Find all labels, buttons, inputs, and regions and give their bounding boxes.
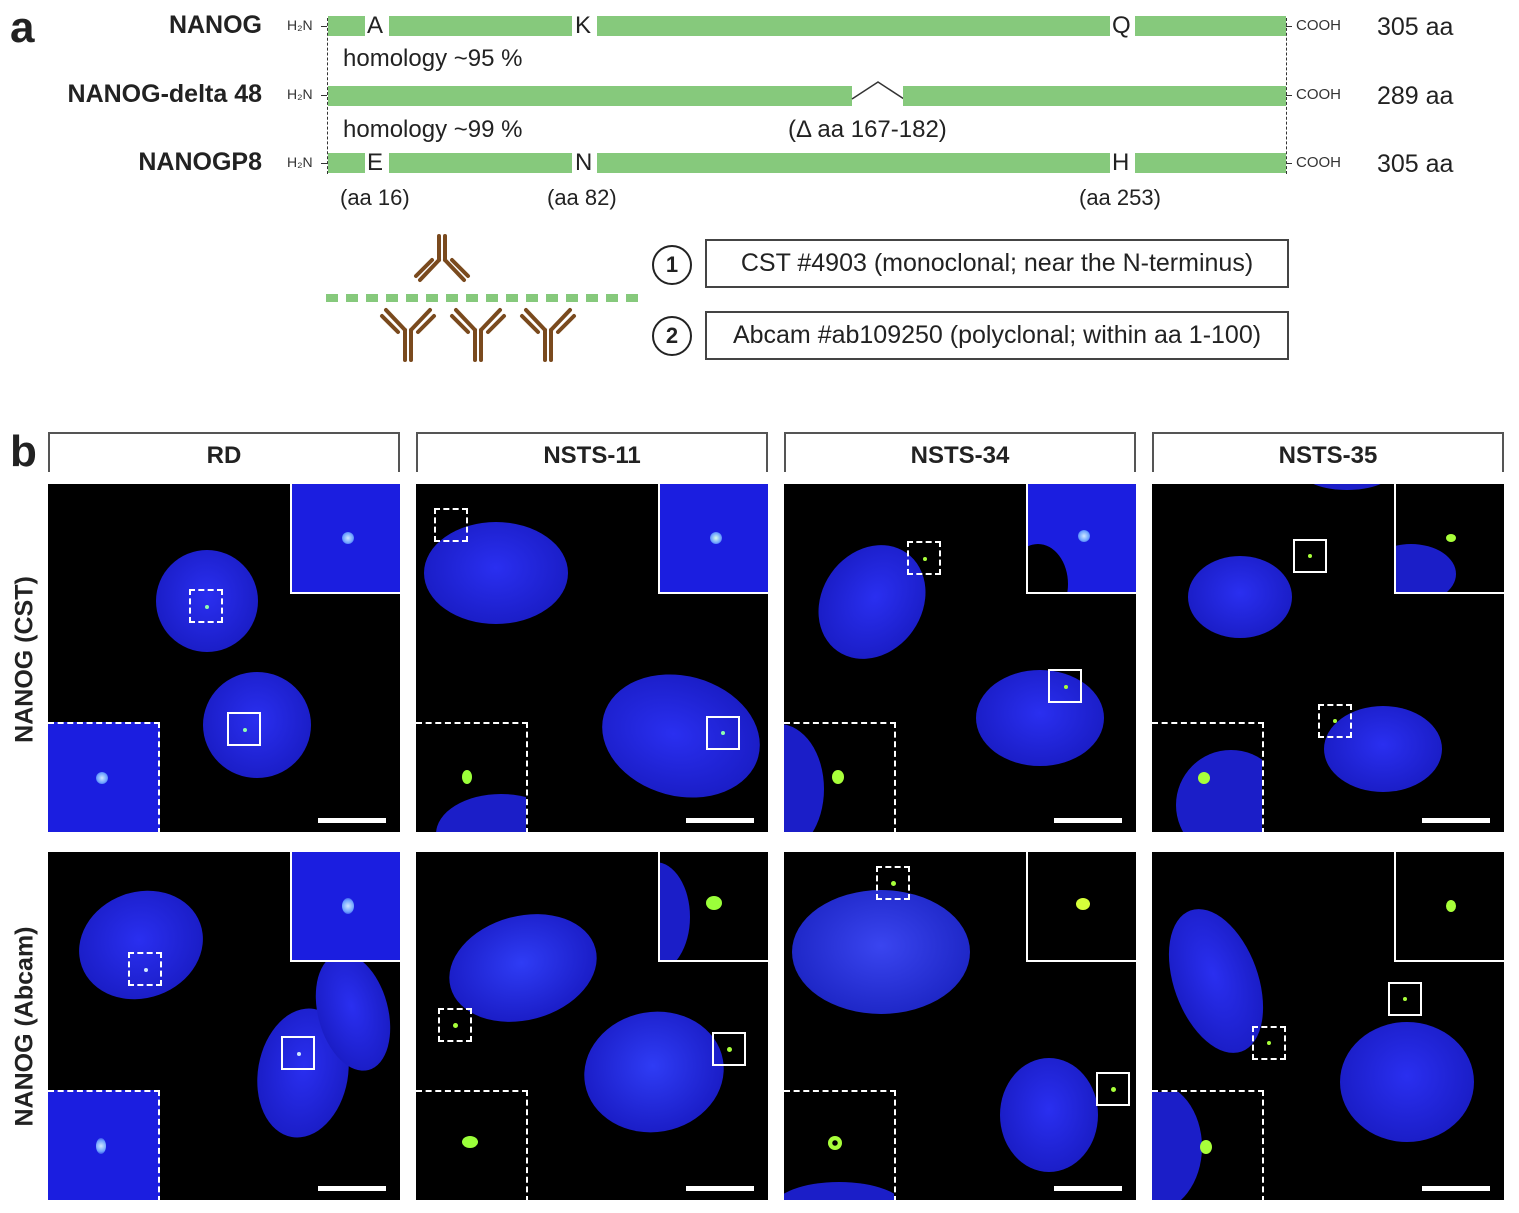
scale-bar: [686, 1186, 754, 1191]
scale-bar: [318, 818, 386, 823]
panel-b-letter: b: [10, 427, 37, 476]
micrograph-rd-cst: [48, 484, 400, 832]
c-terminus-label: COOH: [1296, 154, 1341, 171]
micrograph-nsts-11-cst: [416, 484, 768, 832]
micrograph-nsts-34-abcam: [784, 852, 1136, 1200]
n-terminus-label: H₂N: [287, 17, 313, 33]
antibody-number-1: 1: [652, 245, 692, 285]
residue-label: N: [575, 149, 593, 176]
position-label: (aa 16): [340, 185, 410, 210]
column-header-nsts-35: NSTS-35: [1152, 432, 1504, 472]
homology-label: homology ~95 %: [343, 45, 523, 72]
c-terminus-label: COOH: [1296, 86, 1341, 103]
scale-bar: [686, 818, 754, 823]
panel-a-letter: a: [10, 3, 35, 52]
antibody-number-2: 2: [652, 316, 692, 356]
column-header-nsts-11: NSTS-11: [416, 432, 768, 472]
deletion-gap-icon: [851, 81, 905, 100]
antibody-label-2: Abcam #ab109250 (polyclonal; within aa 1…: [705, 311, 1289, 360]
protein-name-nanogp8: NANOGP8: [138, 148, 262, 176]
protein-length: 289 aa: [1377, 82, 1454, 110]
protein-length: 305 aa: [1377, 13, 1454, 41]
c-terminus-label: COOH: [1296, 17, 1341, 34]
antibody-label-1: CST #4903 (monoclonal; near the N-termin…: [705, 239, 1289, 288]
n-terminus-label: H₂N: [287, 86, 313, 102]
scale-bar: [1054, 1186, 1122, 1191]
residue-label: K: [575, 12, 592, 39]
position-label: (aa 82): [547, 185, 617, 210]
residue-label: H: [1112, 149, 1130, 176]
antibody-binding-illustration: [326, 234, 638, 362]
residue-label: A: [367, 12, 384, 39]
protein-name-nanog: NANOG: [168, 11, 262, 39]
row-label-abcam: NANOG (Abcam): [10, 926, 39, 1127]
protein-name-nanog-delta48: NANOG-delta 48: [67, 80, 262, 108]
column-header-nsts-34: NSTS-34: [784, 432, 1136, 472]
scale-bar: [1054, 818, 1122, 823]
protein-length: 305 aa: [1377, 150, 1454, 178]
residue-label: Q: [1112, 12, 1131, 39]
deletion-label: (Δ aa 167-182): [788, 116, 947, 143]
c-terminus-guide: [1286, 18, 1287, 174]
homology-label: homology ~99 %: [343, 116, 523, 143]
row-label-cst: NANOG (CST): [10, 576, 39, 743]
n-terminus-label: H₂N: [287, 154, 313, 170]
scale-bar: [318, 1186, 386, 1191]
position-label: (aa 253): [1079, 185, 1161, 210]
micrograph-nsts-34-cst: [784, 484, 1136, 832]
micrograph-rd-abcam: [48, 852, 400, 1200]
scale-bar: [1422, 1186, 1490, 1191]
column-header-rd: RD: [48, 432, 400, 472]
n-terminus-guide: [327, 18, 328, 174]
scale-bar: [1422, 818, 1490, 823]
micrograph-nsts-35-abcam: [1152, 852, 1504, 1200]
micrograph-nsts-35-cst: [1152, 484, 1504, 832]
residue-label: E: [367, 149, 384, 176]
micrograph-nsts-11-abcam: [416, 852, 768, 1200]
